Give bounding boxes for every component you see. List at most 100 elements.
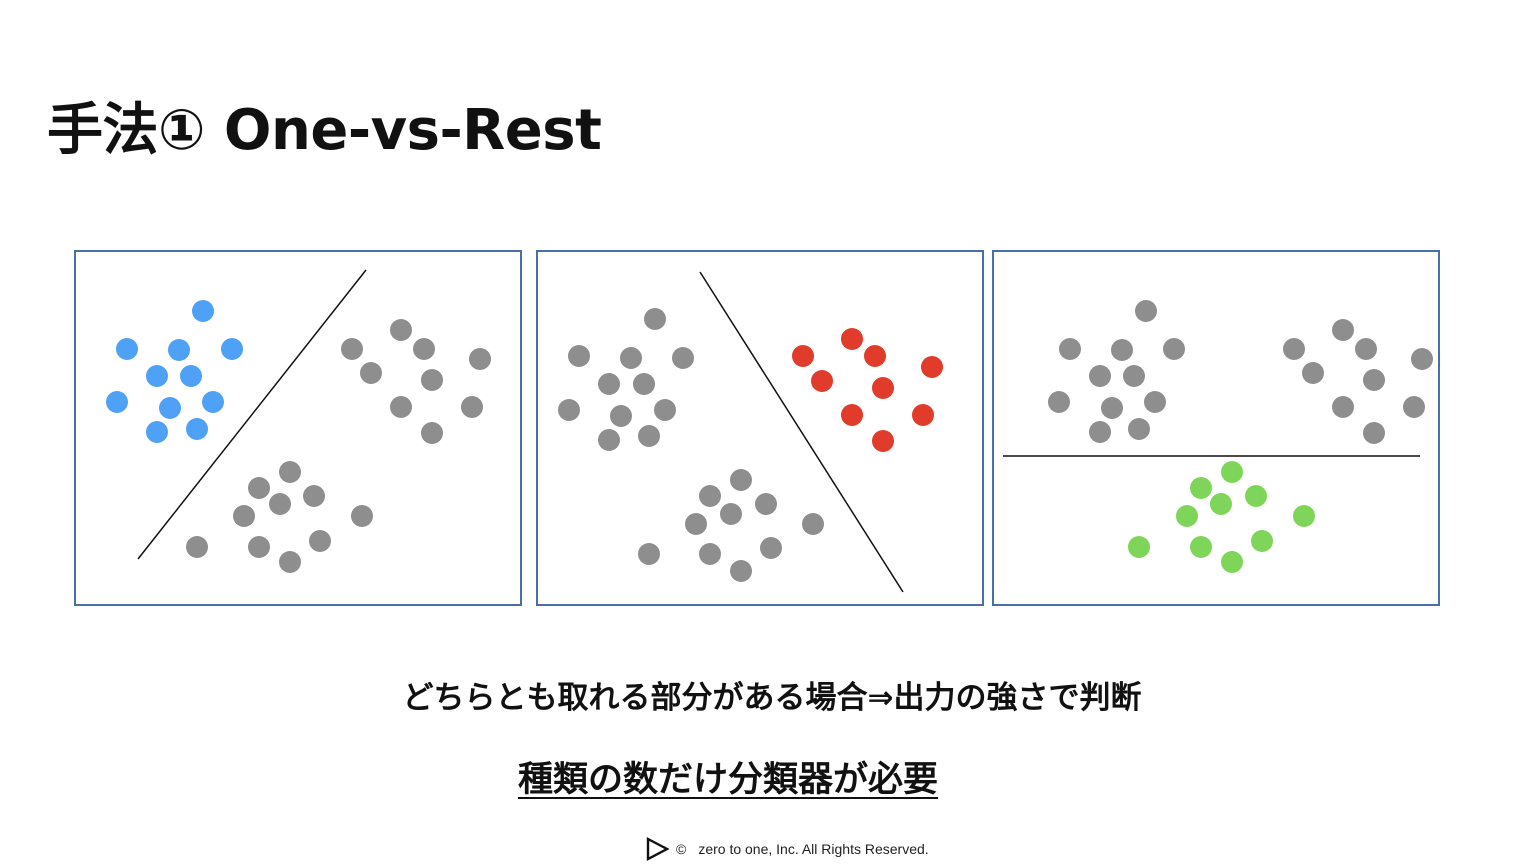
green-point	[1210, 493, 1232, 515]
gray-point	[730, 469, 752, 491]
gray-point	[421, 369, 443, 391]
gray-point	[699, 485, 721, 507]
gray-point	[303, 485, 325, 507]
gray-point	[1355, 338, 1377, 360]
gray-point	[644, 308, 666, 330]
gray-point	[186, 536, 208, 558]
gray-point	[279, 461, 301, 483]
gray-point	[1163, 338, 1185, 360]
gray-point	[1302, 362, 1324, 384]
blue-point	[180, 365, 202, 387]
gray-point	[1144, 391, 1166, 413]
decision-boundary-line	[699, 271, 904, 593]
panel-blue-vs-rest	[74, 250, 522, 606]
gray-point	[802, 513, 824, 535]
red-point	[841, 328, 863, 350]
gray-point	[598, 373, 620, 395]
blue-point	[202, 391, 224, 413]
green-point	[1293, 505, 1315, 527]
red-point	[841, 404, 863, 426]
gray-point	[633, 373, 655, 395]
gray-point	[469, 348, 491, 370]
gray-point	[248, 477, 270, 499]
gray-point	[1411, 348, 1433, 370]
gray-point	[1048, 391, 1070, 413]
gray-point	[341, 338, 363, 360]
blue-point	[146, 365, 168, 387]
gray-point	[699, 543, 721, 565]
green-point	[1190, 536, 1212, 558]
green-point	[1245, 485, 1267, 507]
red-point	[872, 377, 894, 399]
red-point	[921, 356, 943, 378]
gray-point	[421, 422, 443, 444]
green-point	[1128, 536, 1150, 558]
footer-text: zero to one, Inc. All Rights Reserved.	[698, 841, 929, 857]
gray-point	[620, 347, 642, 369]
green-point	[1221, 461, 1243, 483]
blue-point	[221, 338, 243, 360]
gray-point	[1403, 396, 1425, 418]
gray-point	[1089, 421, 1111, 443]
panel-red-vs-rest	[536, 250, 984, 606]
blue-point	[146, 421, 168, 443]
green-point	[1190, 477, 1212, 499]
gray-point	[1089, 365, 1111, 387]
gray-point	[461, 396, 483, 418]
gray-point	[1332, 319, 1354, 341]
gray-point	[279, 551, 301, 573]
panel-green-vs-rest	[992, 250, 1440, 606]
gray-point	[672, 347, 694, 369]
gray-point	[568, 345, 590, 367]
gray-point	[248, 536, 270, 558]
gray-point	[390, 396, 412, 418]
red-point	[792, 345, 814, 367]
gray-point	[1123, 365, 1145, 387]
gray-point	[610, 405, 632, 427]
copyright-symbol: ©	[676, 841, 687, 857]
blue-point	[116, 338, 138, 360]
red-point	[872, 430, 894, 452]
gray-point	[685, 513, 707, 535]
gray-point	[1332, 396, 1354, 418]
gray-point	[1363, 369, 1385, 391]
gray-point	[638, 543, 660, 565]
panel-2-diagram	[558, 271, 943, 593]
gray-point	[309, 530, 331, 552]
gray-point	[1059, 338, 1081, 360]
slide-title: 手法① One-vs-Rest	[47, 98, 602, 163]
gray-point	[233, 505, 255, 527]
green-point	[1251, 530, 1273, 552]
gray-point	[360, 362, 382, 384]
footer: © zero to one, Inc. All Rights Reserved.	[644, 836, 929, 862]
play-triangle-icon	[646, 837, 670, 861]
caption-ambiguous-region: どちらとも取れる部分がある場合⇒出力の強さで判断	[402, 680, 1142, 716]
decision-boundary-line	[137, 269, 367, 560]
gray-point	[1283, 338, 1305, 360]
panel-3-diagram	[1003, 300, 1433, 573]
gray-point	[390, 319, 412, 341]
blue-point	[186, 418, 208, 440]
gray-point	[1101, 397, 1123, 419]
gray-point	[413, 338, 435, 360]
gray-point	[351, 505, 373, 527]
gray-point	[720, 503, 742, 525]
gray-point	[1111, 339, 1133, 361]
caption-classifiers-needed: 種類の数だけ分類器が必要	[517, 760, 938, 800]
gray-point	[638, 425, 660, 447]
gray-point	[654, 399, 676, 421]
red-point	[912, 404, 934, 426]
gray-point	[558, 399, 580, 421]
gray-point	[760, 537, 782, 559]
gray-point	[598, 429, 620, 451]
blue-point	[106, 391, 128, 413]
red-point	[811, 370, 833, 392]
gray-point	[1128, 418, 1150, 440]
red-point	[864, 345, 886, 367]
gray-point	[730, 560, 752, 582]
green-point	[1176, 505, 1198, 527]
green-point	[1221, 551, 1243, 573]
blue-point	[168, 339, 190, 361]
gray-point	[1363, 422, 1385, 444]
blue-point	[159, 397, 181, 419]
